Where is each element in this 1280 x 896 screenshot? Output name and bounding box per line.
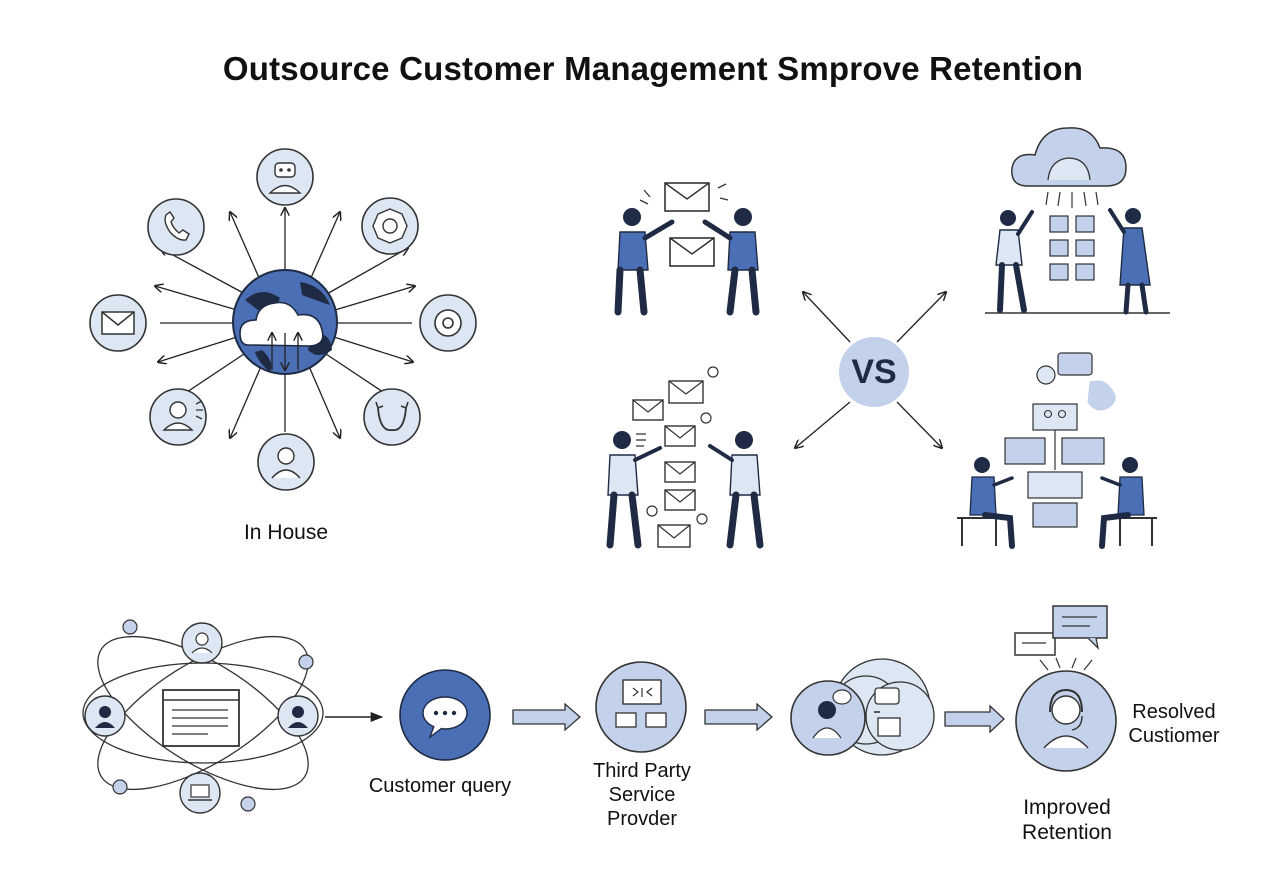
support-agent-icon <box>149 388 207 446</box>
laptop-chat-icon <box>595 661 687 753</box>
resolved-label-line2: Custiomer <box>1128 725 1220 747</box>
flow-arrow-4 <box>944 704 1005 734</box>
globe-cloud-icon <box>232 269 338 375</box>
phone-icon <box>147 198 205 256</box>
vs-badge <box>839 337 909 407</box>
network-hub <box>82 619 324 814</box>
improved-label-line2: Retention <box>1022 821 1112 844</box>
envelope-icon <box>89 294 147 352</box>
vs-comparison <box>795 292 946 448</box>
in-house-hub <box>89 148 477 491</box>
page-title: Outsource Customer Management Smprove Re… <box>222 50 1084 87</box>
third-party-label-line3: Provder <box>606 808 678 830</box>
improved-label-line1: Improved <box>1023 796 1111 819</box>
third-party-label-line1: Third Party <box>593 760 691 782</box>
flow-arrow-2 <box>512 702 581 732</box>
vs-label: VS <box>851 353 897 391</box>
agents-chat-icon <box>790 658 935 756</box>
chat-bubble-icon <box>399 669 491 761</box>
scene-cloud-grid <box>985 127 1170 315</box>
scene-dashboard-team <box>957 352 1157 549</box>
robot-agent-icon <box>256 148 314 206</box>
refresh-icon <box>363 388 421 446</box>
in-house-label: In House <box>243 521 329 544</box>
scene-mail-exchange <box>614 182 760 316</box>
resolved-label-line1: Resolved <box>1132 701 1216 723</box>
headset-agent-icon <box>1014 605 1117 772</box>
person-icon <box>257 433 315 491</box>
speech-bubble-small <box>1014 632 1056 656</box>
at-sign-icon <box>419 294 477 352</box>
third-party-label-line2: Service <box>608 784 676 806</box>
customer-query-label: Customer query <box>368 775 512 797</box>
speech-bubble-large <box>1052 605 1108 639</box>
gear-headset-icon <box>361 197 419 255</box>
hub-arrows <box>155 208 415 438</box>
flow-arrow-3 <box>704 702 773 732</box>
scene-mail-chaos <box>606 366 764 549</box>
